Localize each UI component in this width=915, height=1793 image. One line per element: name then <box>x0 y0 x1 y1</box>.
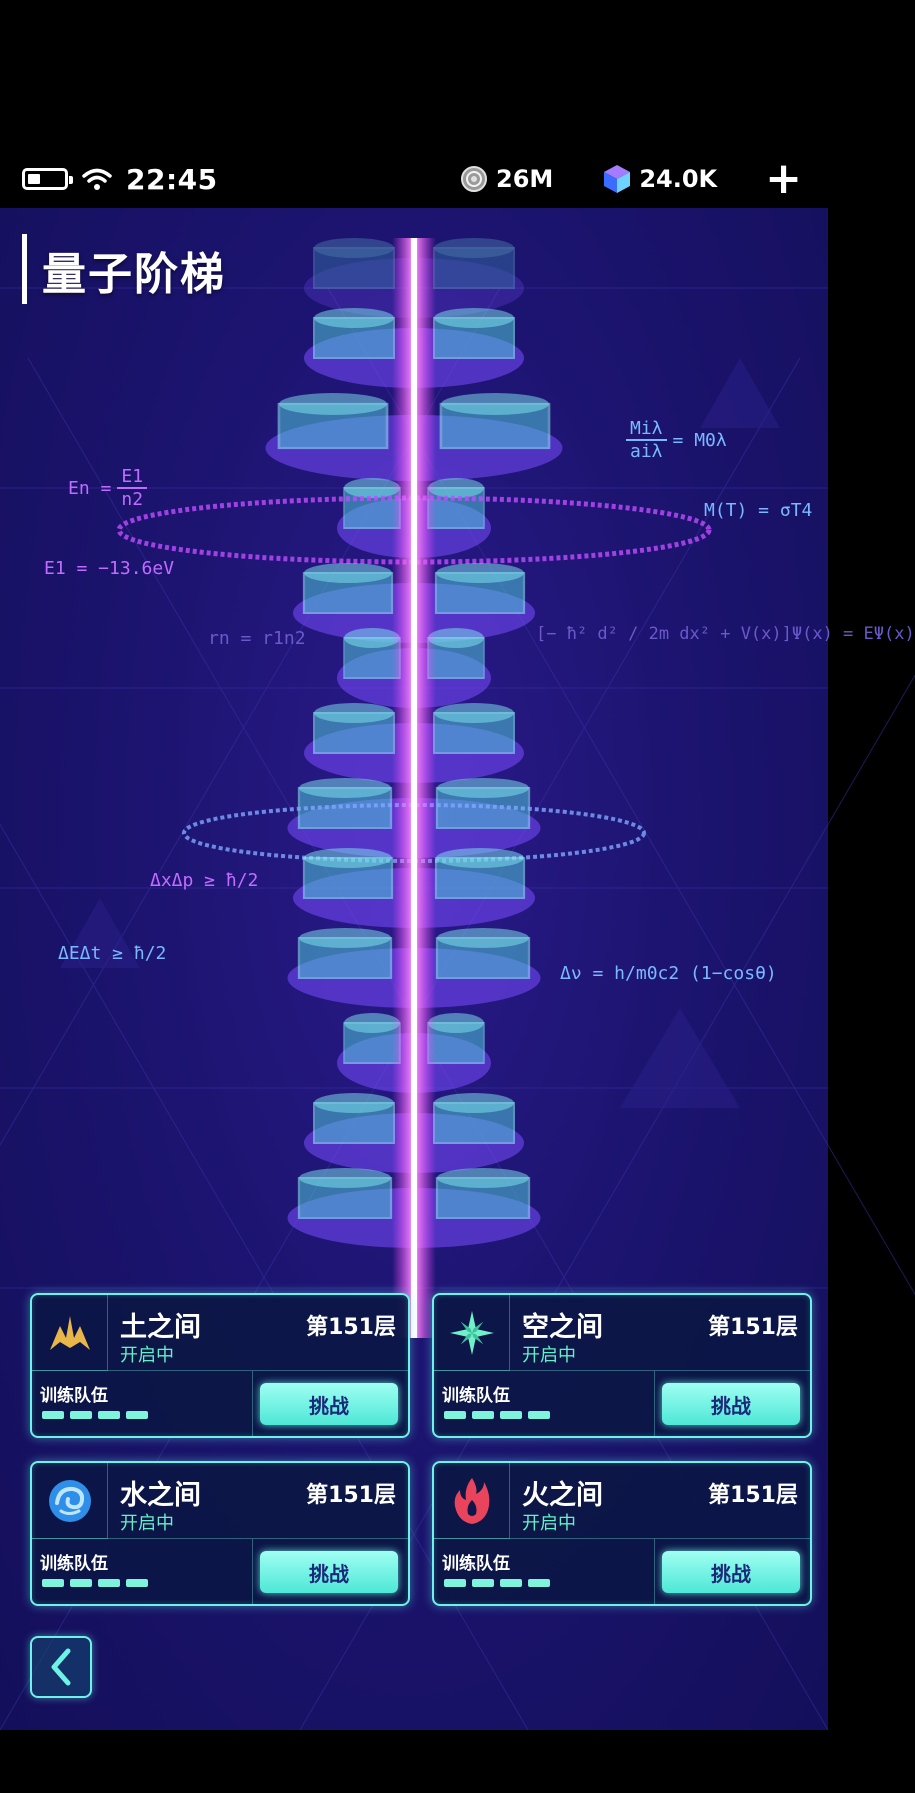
chevron-left-icon <box>51 1648 71 1686</box>
formula-schrodinger: [− ħ² d² / 2m dx² + V(x)]Ψ(x) = EΨ(x) <box>536 624 915 644</box>
team-label: 训练队伍 <box>40 1554 108 1574</box>
formula-mass: Miλ aiλ = M0λ <box>626 418 727 462</box>
challenge-button[interactable]: 挑战 <box>662 1383 800 1425</box>
formula-uncertainty-et: ΔEΔt ≥ ħ/2 <box>58 943 167 964</box>
formula-mass-den: aiλ <box>630 441 663 462</box>
room-floor: 第151层 <box>306 1315 396 1340</box>
air-icon <box>449 1310 494 1355</box>
team-label: 训练队伍 <box>40 1386 108 1406</box>
room-name: 火之间 <box>522 1480 603 1511</box>
formula-uncertainty-xp: ΔxΔp ≥ ħ/2 <box>150 870 259 891</box>
room-name: 土之间 <box>120 1312 201 1343</box>
formula-ground-energy: E1 = −13.6eV <box>44 558 175 579</box>
earth-icon <box>49 1315 90 1350</box>
status-bar: 22:45 26M 24.0K + <box>0 150 828 208</box>
team-label: 训练队伍 <box>442 1386 510 1406</box>
challenge-button[interactable]: 挑战 <box>260 1383 398 1425</box>
room-card-fire[interactable]: 火之间 开启中 第151层 训练队伍 挑战 <box>432 1461 812 1606</box>
formula-bohr-energy: En = E1 n2 <box>68 466 148 510</box>
room-status: 开启中 <box>120 1345 174 1366</box>
room-floor: 第151层 <box>708 1315 798 1340</box>
bottom-black-band <box>0 1730 828 1793</box>
fire-icon <box>454 1477 489 1524</box>
coin-icon <box>461 166 488 192</box>
challenge-button[interactable]: 挑战 <box>260 1551 398 1593</box>
back-button[interactable] <box>30 1636 92 1698</box>
room-name: 空之间 <box>522 1312 603 1343</box>
formula-bohr-energy-den: n2 <box>121 489 144 510</box>
water-icon <box>48 1479 91 1522</box>
room-status: 开启中 <box>522 1345 576 1366</box>
clock: 22:45 <box>126 162 218 196</box>
formula-bohr-energy-num: E1 <box>117 466 148 489</box>
formula-mass-num: Miλ <box>626 418 667 441</box>
formula-bohr-radius: rn = r1n2 <box>208 628 306 649</box>
orbit-ring <box>116 495 712 565</box>
title-accent-bar <box>22 234 27 304</box>
room-name: 水之间 <box>120 1480 201 1511</box>
gem-amount: 24.0K <box>639 165 718 193</box>
game-scene: 量子阶梯 En = E1 n2 E1 = −13.6eV rn = r1n2 M… <box>0 208 915 1731</box>
orbit-ring <box>182 803 646 863</box>
room-card-water[interactable]: 水之间 开启中 第151层 训练队伍 挑战 <box>30 1461 410 1606</box>
gem-cube-icon <box>604 165 631 193</box>
room-status: 开启中 <box>120 1513 174 1534</box>
room-floor: 第151层 <box>306 1483 396 1508</box>
room-card-air[interactable]: 空之间 开启中 第151层 训练队伍 挑战 <box>432 1293 812 1438</box>
battery-icon <box>22 168 73 190</box>
add-currency-button[interactable]: + <box>765 153 802 204</box>
coin-counter[interactable]: 26M <box>460 165 553 193</box>
team-label: 训练队伍 <box>442 1554 510 1574</box>
team-slots <box>444 1411 550 1419</box>
quantum-staircase-tower <box>116 237 712 1338</box>
formula-compton: Δν = h/m0c2 (1−cosθ) <box>560 963 777 984</box>
coin-amount: 26M <box>496 165 554 193</box>
team-slots <box>42 1579 148 1587</box>
room-floor: 第151层 <box>708 1483 798 1508</box>
page-title: 量子阶梯 <box>42 249 226 300</box>
team-slots <box>444 1579 550 1587</box>
challenge-button[interactable]: 挑战 <box>662 1551 800 1593</box>
formula-bohr-energy-lhs: En = <box>68 477 112 499</box>
formula-stefan: M(T) = σT4 <box>704 500 813 521</box>
wifi-icon <box>82 168 112 190</box>
room-status: 开启中 <box>522 1513 576 1534</box>
top-black-band <box>0 0 828 150</box>
team-slots <box>42 1411 148 1419</box>
formula-mass-rhs: = M0λ <box>672 429 727 451</box>
room-card-earth[interactable]: 土之间 开启中 第151层 训练队伍 挑战 <box>30 1293 410 1438</box>
gem-counter[interactable]: 24.0K <box>603 164 717 194</box>
